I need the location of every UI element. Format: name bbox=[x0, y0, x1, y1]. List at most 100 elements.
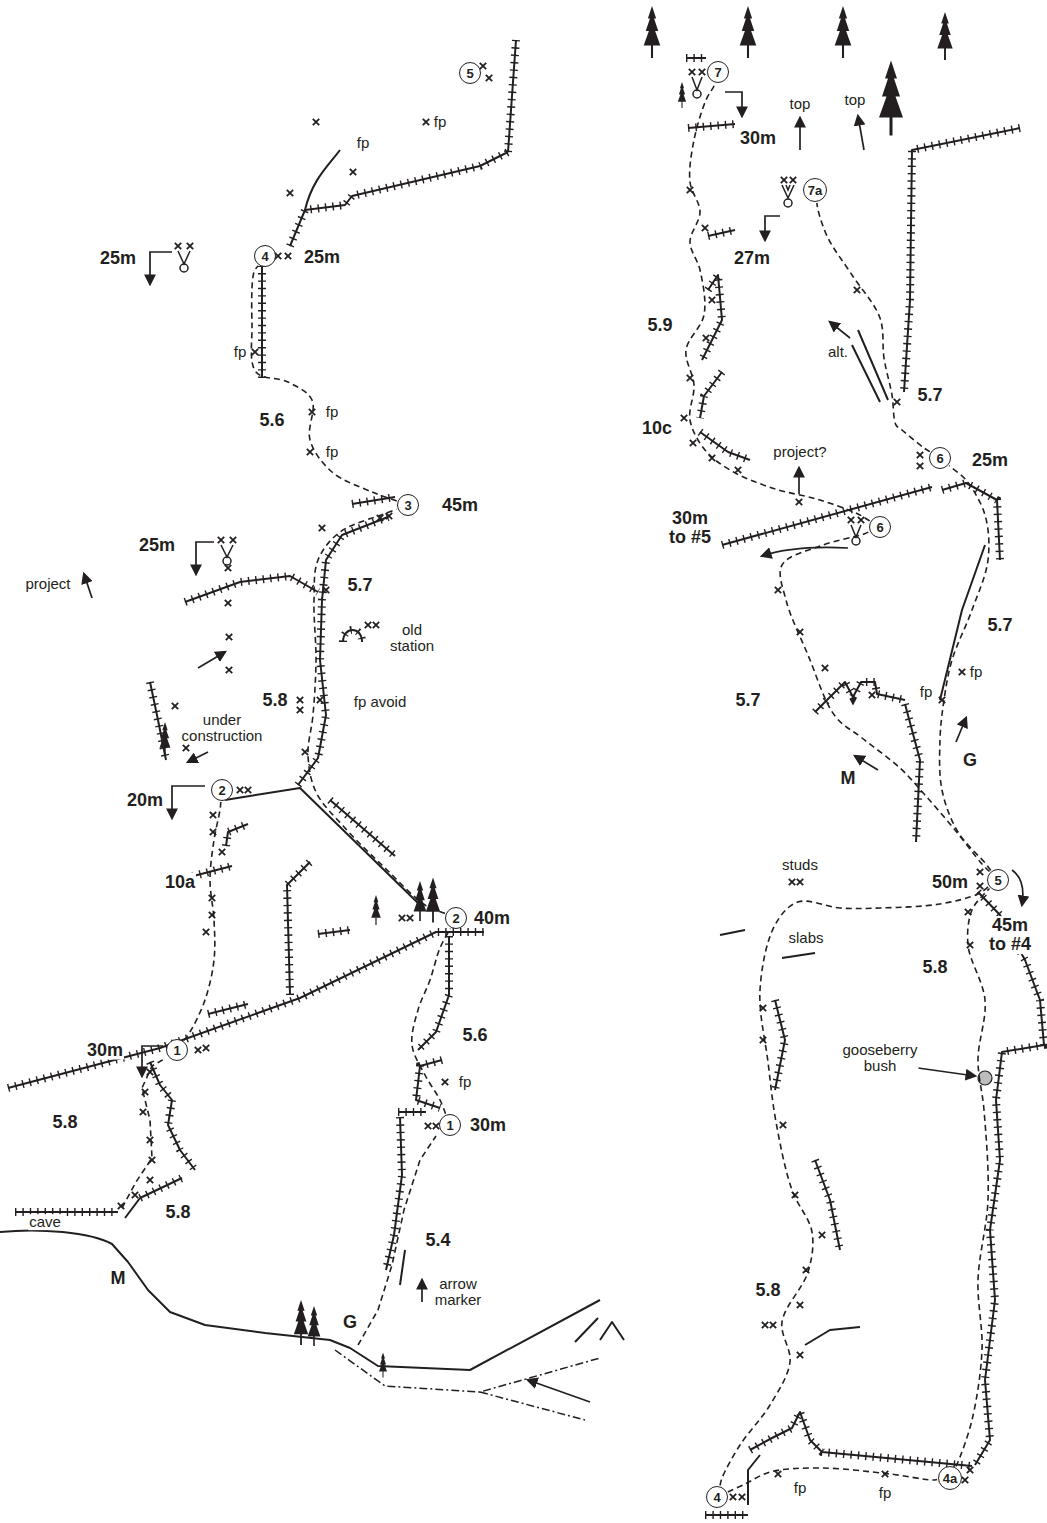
bolt-symbol bbox=[442, 1079, 448, 1085]
bolt-symbol bbox=[195, 1047, 201, 1053]
station-circle: 6 bbox=[869, 516, 891, 538]
rock-hatch bbox=[8, 40, 1044, 1515]
pitch-label: 5.8 bbox=[754, 1281, 781, 1300]
note-label: cave bbox=[28, 1214, 62, 1230]
station-number: 4a bbox=[943, 1472, 957, 1485]
direction-arrow bbox=[84, 574, 92, 598]
bolt-symbol bbox=[977, 883, 983, 889]
tree-symbol bbox=[740, 6, 757, 58]
note-label: old station bbox=[389, 622, 435, 654]
bolt-symbol bbox=[762, 1322, 768, 1328]
station-circle: 2 bbox=[211, 779, 233, 801]
tree-symbol bbox=[879, 61, 903, 136]
pitch-label: 5.6 bbox=[461, 1026, 488, 1045]
bolt-symbol bbox=[739, 1494, 745, 1500]
tree-symbol bbox=[426, 878, 440, 923]
bolt-symbol bbox=[287, 190, 293, 196]
note-label: top bbox=[844, 92, 867, 108]
bolt-symbol bbox=[319, 525, 325, 531]
approach-route bbox=[122, 1058, 166, 1208]
ground-line bbox=[940, 545, 985, 700]
bolt-symbol bbox=[140, 1109, 146, 1115]
ground-line bbox=[575, 1318, 598, 1342]
bolt-symbol bbox=[790, 177, 796, 183]
direction-arrow bbox=[956, 718, 966, 742]
note-label: slabs bbox=[787, 930, 824, 946]
station-circle: 4a bbox=[938, 1466, 962, 1490]
bolt-symbol bbox=[869, 692, 875, 698]
pitch-label: M bbox=[840, 769, 857, 788]
note-label: fp bbox=[969, 664, 984, 680]
bolt-symbol bbox=[781, 177, 787, 183]
station-circle: 4 bbox=[254, 245, 276, 267]
station-circle: 5 bbox=[987, 869, 1009, 891]
note-label: top bbox=[789, 96, 812, 112]
route-line bbox=[184, 802, 221, 1040]
ground-line bbox=[225, 788, 420, 905]
pitch-label: 20m bbox=[126, 791, 164, 810]
direction-arrow bbox=[855, 756, 878, 770]
bolt-symbol bbox=[210, 812, 216, 818]
station-number: 3 bbox=[404, 499, 411, 512]
direction-arrow bbox=[1012, 870, 1023, 905]
tree-symbol bbox=[379, 1353, 387, 1378]
station-circle: 6 bbox=[929, 447, 951, 469]
bolt-symbol bbox=[237, 787, 243, 793]
bolt-symbol bbox=[386, 513, 392, 519]
rappel-ring bbox=[223, 557, 231, 565]
bolt-symbol bbox=[730, 1494, 736, 1500]
direction-arrow bbox=[142, 1046, 163, 1076]
bolt-symbol bbox=[780, 1122, 786, 1128]
note-label: fp bbox=[793, 1480, 808, 1496]
bolt-symbol bbox=[486, 75, 492, 81]
station-number: 1 bbox=[173, 1044, 180, 1057]
bolt-symbol bbox=[959, 669, 965, 675]
pitch-label: G bbox=[962, 751, 978, 770]
pitch-label: 50m bbox=[931, 873, 969, 892]
station-circle: 4 bbox=[706, 1486, 728, 1508]
direction-arrow bbox=[858, 116, 864, 150]
pitch-label: 30m bbox=[469, 1116, 507, 1135]
direction-arrow bbox=[172, 786, 205, 818]
pitch-label: 5.6 bbox=[258, 411, 285, 430]
pitch-label: 5.7 bbox=[916, 386, 943, 405]
route-line bbox=[817, 203, 930, 452]
route-group bbox=[184, 84, 991, 1492]
tree-symbol bbox=[937, 12, 952, 60]
bolt-symbol bbox=[977, 869, 983, 875]
route-line bbox=[780, 532, 989, 872]
bolt-symbol bbox=[797, 1352, 803, 1358]
bolt-symbol bbox=[323, 587, 329, 593]
note-label: gooseberry bush bbox=[841, 1042, 918, 1074]
direction-arrow bbox=[196, 542, 214, 574]
bolt-symbol bbox=[407, 915, 413, 921]
pitch-label: 5.4 bbox=[424, 1231, 451, 1250]
rappel-ring bbox=[178, 77, 861, 565]
bolt-symbol bbox=[789, 879, 795, 885]
note-label: fp bbox=[433, 114, 448, 130]
station-number: 7 bbox=[714, 66, 721, 79]
rappel-ring bbox=[852, 537, 860, 545]
bolt-symbol bbox=[118, 1203, 124, 1209]
pitch-label: 5.7 bbox=[734, 691, 761, 710]
bolt-symbol bbox=[967, 1467, 973, 1473]
bolt-symbol bbox=[230, 537, 236, 543]
rappel-ring bbox=[786, 185, 790, 190]
rappel-ring bbox=[784, 199, 792, 207]
bolt-symbol bbox=[689, 69, 695, 75]
station-circle: 1 bbox=[439, 1114, 461, 1136]
note-label: fp bbox=[325, 444, 340, 460]
route-line bbox=[308, 509, 445, 913]
bolt-symbol bbox=[797, 879, 803, 885]
station-circle: 7 bbox=[707, 61, 729, 83]
rappel-ring bbox=[693, 90, 701, 98]
bolt-symbol bbox=[399, 915, 405, 921]
rappel-ring bbox=[221, 545, 233, 557]
ground-line bbox=[852, 345, 880, 402]
pitch-label: 5.9 bbox=[646, 316, 673, 335]
note-label: fp bbox=[356, 135, 371, 151]
note-label: under construction bbox=[181, 712, 264, 744]
pitch-label: 30m bbox=[86, 1041, 124, 1060]
bolt-symbol bbox=[209, 895, 215, 901]
rappel-ring bbox=[782, 185, 794, 198]
